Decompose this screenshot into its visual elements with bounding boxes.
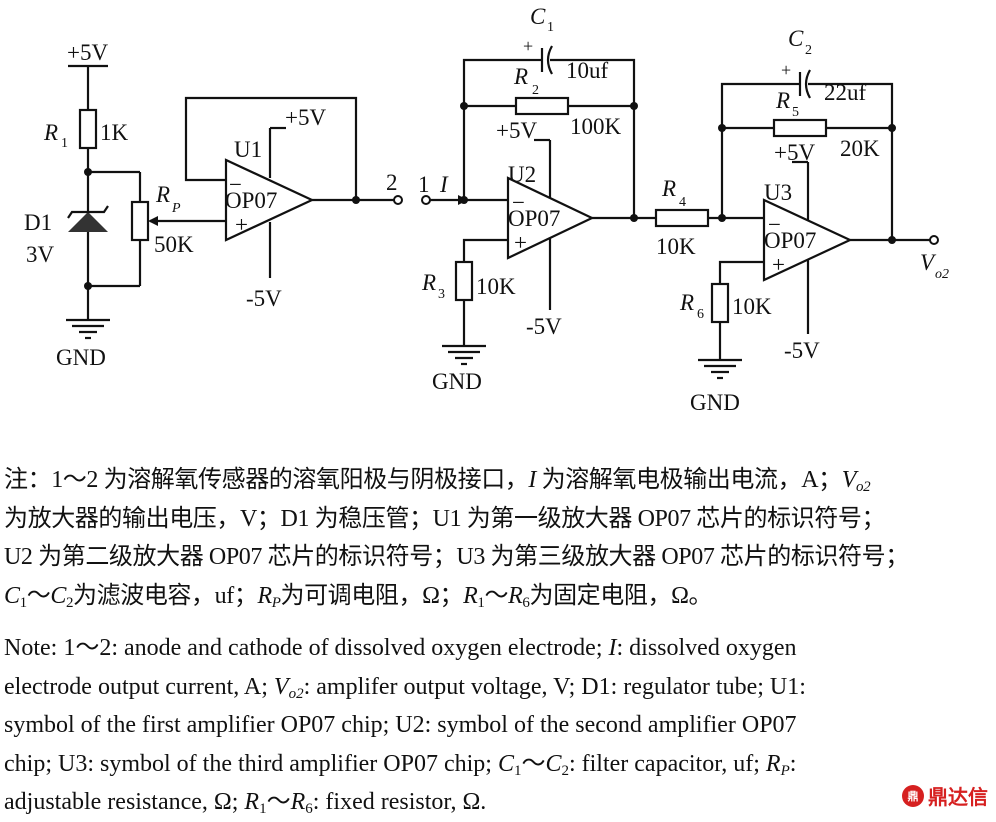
output-terminal [929,235,939,245]
c2-value: 22uf [824,80,867,105]
note-en-line-1: Note: 1～2: anode and cathode of dissolve… [4,635,797,661]
c1-sub: 1 [547,20,554,35]
u1-plus: + [235,212,248,237]
u1-supply-pos: +5V [285,105,326,130]
ground-label-1: GND [56,345,106,370]
r5-value: 20K [840,136,880,161]
u2-label: U2 [508,162,536,187]
resistor-r2 [514,96,570,116]
c2-name: C [788,26,804,51]
u3-label: U3 [764,180,792,205]
circuit-diagram: +5V R 1 1K D1 3V R P 50K GND U1 [24,4,949,415]
terminal-2 [393,195,403,205]
potentiometer-rp [130,200,150,242]
resistor-r1 [78,108,98,150]
r6-sub: 6 [697,307,704,322]
reference-stage: +5V R 1 1K D1 3V R P 50K GND U1 [24,40,403,370]
r6-name: R [679,290,694,315]
watermark-logo: 鼎 鼎达信 [902,781,988,810]
terminal-1-label: 1 [418,172,430,197]
ground-label-2: GND [432,369,482,394]
output-sub: o2 [935,267,949,282]
r3-value: 10K [476,274,516,299]
r4-name: R [661,176,676,201]
resistor-r5 [772,118,828,138]
d1-name: D1 [24,210,52,235]
rp-name: R [155,182,170,207]
u3-minus: − [768,212,781,237]
note-chinese: 注：1～2 为溶解氧传感器的溶氧阳极与阴极接口，I 为溶解氧电极输出电流，A；V… [4,461,994,615]
rp-sub: P [171,201,181,216]
r6-value: 10K [732,294,772,319]
u2-supply-pos: +5V [496,118,537,143]
r1-value: 1K [100,120,129,145]
resistor-r3 [454,260,474,302]
c1-name: C [530,4,546,29]
r1-name: R [43,120,58,145]
note-cn-line-4: C1～C2为滤波电容，uf；RP为可调电阻，Ω；R1～R6为固定电阻，Ω。 [4,582,713,611]
note-cn-line-3: U2 为第二级放大器 OP07 芯片的标识符号；U3 为第三级放大器 OP07 … [4,544,909,570]
c2-sub: 2 [805,43,812,58]
supply-label-r1: +5V [67,40,108,65]
u3-plus: + [772,252,785,277]
rp-value: 50K [154,232,194,257]
u3-supply-neg: -5V [784,338,820,363]
u3-supply-pos: +5V [774,140,815,165]
u2-chip: OP07 [508,206,560,231]
watermark-text: 鼎达信 [928,785,988,809]
r2-sub: 2 [532,83,539,98]
u1-supply-neg: -5V [246,286,282,311]
note-cn-line-1: 注：1～2 为溶解氧传感器的溶氧阳极与阴极接口，I 为溶解氧电极输出电流，A；V… [4,467,871,495]
c2-polarity: + [781,60,791,80]
u3-chip: OP07 [764,228,816,253]
note-cn-line-2: 为放大器的输出电压，V；D1 为稳压管；U1 为第一级放大器 OP07 芯片的标… [4,505,886,532]
resistor-r4 [654,208,710,228]
current-label: I [439,172,449,197]
second-stage: 1 I + C 1 10uf R 2 100K U2 OP07 − + +5V … [418,4,656,394]
r3-name: R [421,270,436,295]
u2-plus: + [514,230,527,255]
c1-polarity: + [523,36,533,56]
watermark-icon: 鼎 [902,784,924,807]
r3-sub: 3 [438,287,445,302]
third-stage: R 4 10K + C 2 22uf R 5 20K U3 OP07 − + +… [654,26,949,415]
opamp-u1 [224,158,315,242]
r2-name: R [513,64,528,89]
u1-chip: OP07 [225,188,277,213]
u2-minus: − [512,190,525,215]
r5-name: R [775,88,790,113]
resistor-r6 [710,282,730,324]
r4-value: 10K [656,234,696,259]
u1-label: U1 [234,137,262,162]
u1-minus: − [229,172,242,197]
d1-value: 3V [26,242,55,267]
u2-supply-neg: -5V [526,314,562,339]
r2-value: 100K [570,114,622,139]
zener-d1 [68,212,108,232]
note-en-line-3: symbol of the first amplifier OP07 chip;… [4,712,797,738]
output-name: V [920,250,937,275]
note-en-line-4: chip; U3: symbol of the third amplifier … [4,750,797,779]
c1-value: 10uf [566,58,609,83]
note-en-line-5: adjustable resistance, Ω; R1～R6: fixed r… [4,789,487,817]
r4-sub: 4 [679,195,686,210]
note-en-line-2: electrode output current, A; Vo2: amplif… [4,673,806,702]
note-english: Note: 1～2: anode and cathode of dissolve… [4,629,994,822]
r1-sub: 1 [61,136,68,151]
ground-label-3: GND [690,390,740,415]
terminal-2-label: 2 [386,170,398,195]
terminal-1 [421,195,431,205]
r5-sub: 5 [792,105,799,120]
